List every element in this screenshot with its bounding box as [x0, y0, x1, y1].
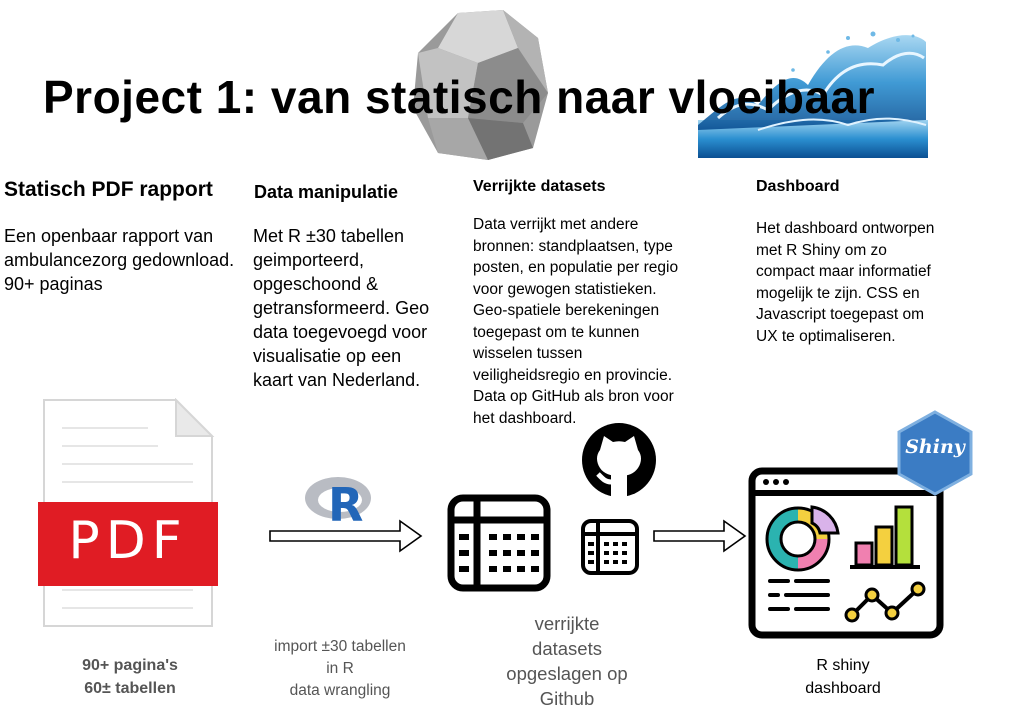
caption-pdf: 90+ pagina's 60± tabellen [40, 654, 220, 700]
caption-line: in R [326, 660, 354, 677]
caption-line: opgeslagen op [506, 663, 628, 684]
rock-icon [413, 10, 548, 160]
column-text-pdf: Een openbaar rapport van ambulancezorg g… [4, 226, 235, 294]
column-heading-pdf: Statisch PDF rapport [4, 178, 213, 201]
caption-line: Github [539, 688, 595, 709]
caption-line: verrijkte [534, 613, 600, 634]
column-text-verrijkte-datasets: Data verrijkt met andere bronnen: standp… [473, 216, 679, 427]
caption-line: dashboard [805, 680, 881, 697]
caption-datasets: verrijkte datasets opgeslagen op Github [488, 611, 646, 711]
github-icon [582, 423, 656, 498]
column-heading-data-manipulatie: Data manipulatie [254, 182, 399, 202]
shiny-logo-text: Shiny [905, 436, 965, 458]
column-heading-dashboard: Dashboard [756, 178, 840, 195]
shiny-logo-icon: Shiny [897, 410, 973, 496]
caption-line: 90+ pagina's [82, 657, 178, 674]
caption-r: import ±30 tabellen in R data wrangling [250, 636, 430, 702]
arrow-icon [269, 519, 423, 553]
caption-dashboard: R shiny dashboard [760, 654, 926, 700]
page-title: Project 1: van statisch naar vloeibaar [43, 71, 876, 123]
caption-line: R shiny [816, 657, 870, 674]
table-icon [581, 519, 639, 575]
r-logo-icon: R [304, 474, 374, 532]
column-heading-verrijkte-datasets: Verrijkte datasets [473, 178, 606, 195]
caption-line: import ±30 tabellen [274, 638, 406, 655]
column-text-dashboard: Het dashboard ontworpen met R Shiny om z… [756, 220, 935, 345]
caption-line: 60± tabellen [84, 680, 176, 697]
table-icon [447, 494, 551, 592]
dashboard-icon [748, 467, 944, 639]
pdf-file-icon: PDF [38, 398, 218, 630]
r-logo-letter: R [328, 478, 364, 532]
arrow-icon [653, 519, 747, 553]
caption-line: datasets [532, 638, 602, 659]
column-text-data-manipulatie: Met R ±30 tabellen geimporteerd, opgesch… [253, 226, 430, 390]
caption-line: data wrangling [289, 682, 391, 699]
water-splash-icon [698, 31, 928, 158]
pdf-label: PDF [68, 511, 188, 571]
